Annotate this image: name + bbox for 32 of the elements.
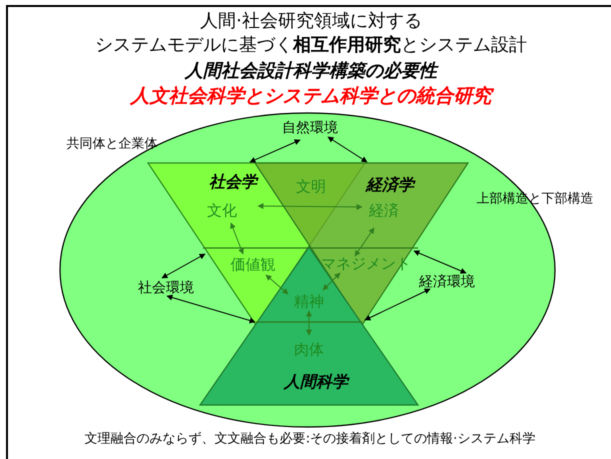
caption: 文理融合のみならず、文文融合も必要:その接着剤としての情報·システム科学 <box>84 432 536 448</box>
title: 人間·社会研究領域に対する <box>200 12 422 32</box>
arrow <box>413 250 467 274</box>
field-heading: 経済学 <box>366 176 414 194</box>
subtitle: 人文社会科学とシステム科学との統合研究 <box>130 86 492 108</box>
field-heading: 人間科学 <box>284 372 348 392</box>
annotation: 共同体と企業体 <box>66 138 158 152</box>
region-label: 文明 <box>296 178 326 196</box>
arrow <box>322 272 340 290</box>
region-label: マネジメント <box>321 255 411 273</box>
arrow <box>249 139 301 163</box>
arrow <box>364 288 431 320</box>
arrow <box>354 228 374 256</box>
field-heading: 社会学 <box>209 172 257 192</box>
region-label: 文化 <box>207 202 237 220</box>
region-label: 肉体 <box>294 341 324 359</box>
arrow <box>257 203 363 210</box>
subtitle: 人間社会設計科学構築の必要性 <box>185 62 437 82</box>
arrow <box>230 222 244 255</box>
region-label: 社会環境 <box>138 280 194 296</box>
arrow <box>166 294 256 324</box>
region-label: 価値観 <box>230 256 276 274</box>
subtitle: システムモデルに基づく相互作用研究とシステム設計 <box>95 36 527 56</box>
region-label: 経済環境 <box>419 274 475 290</box>
region-label: 精神 <box>294 293 324 311</box>
region-label: 経済 <box>369 202 399 220</box>
annotation: 上部構造と下部構造 <box>476 192 594 208</box>
region-label: 自然環境 <box>282 120 338 136</box>
arrow <box>306 310 312 336</box>
arrow <box>161 254 206 278</box>
arrow <box>266 274 288 294</box>
arrow <box>328 136 368 162</box>
